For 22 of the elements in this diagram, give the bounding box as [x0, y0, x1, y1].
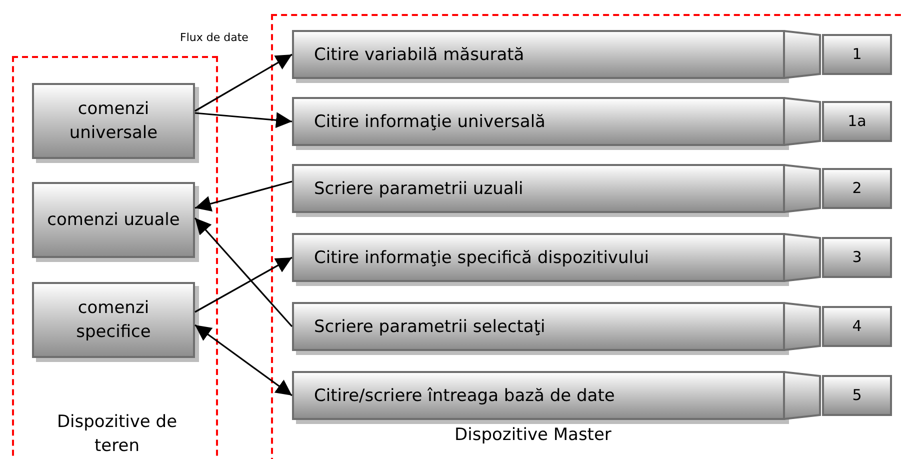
arrow: [194, 324, 292, 396]
arrow: [194, 112, 292, 128]
bar-label: Citire informaţie specifică dispozitivului: [314, 246, 649, 270]
number-box: 3: [822, 237, 892, 278]
group-label: Dispozitive de teren: [56, 411, 178, 458]
number-box: 1: [822, 34, 892, 75]
number-box: 2: [822, 168, 892, 209]
bar-label: Scriere parametrii selectaţi: [314, 316, 546, 338]
arrow: [194, 180, 292, 212]
dashed-group-boundary: [271, 14, 901, 459]
bar-label: Citire informaţie universală: [314, 110, 546, 134]
bar-label: Citire/scriere întreaga bază de date: [314, 384, 615, 408]
bar-label: Scriere parametrii uzuali: [314, 178, 524, 200]
bar-label: Citire variabilă măsurată: [314, 44, 524, 66]
number-box: 1a: [822, 101, 892, 142]
arrow: [194, 54, 292, 112]
number-box: 5: [822, 375, 892, 416]
group-label: Dispozitive Master: [454, 424, 612, 447]
arrow: [194, 256, 292, 313]
flow-label: Flux de date: [180, 31, 248, 45]
number-box: 4: [822, 306, 892, 347]
arrow: [194, 217, 293, 328]
